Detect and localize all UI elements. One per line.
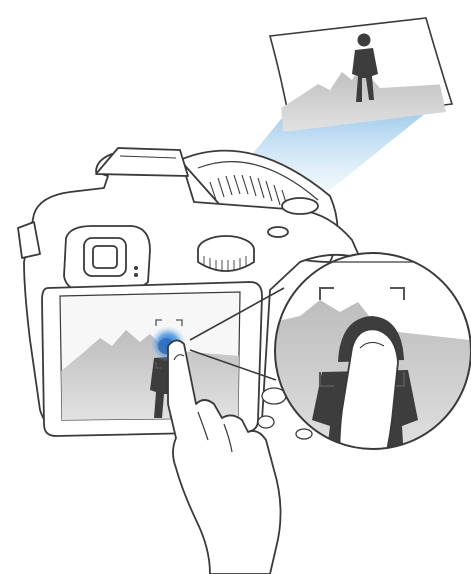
lcd-screen [60,292,240,420]
mode-dial [198,236,254,272]
photo-print [270,18,452,132]
magnified-inset [274,253,471,480]
